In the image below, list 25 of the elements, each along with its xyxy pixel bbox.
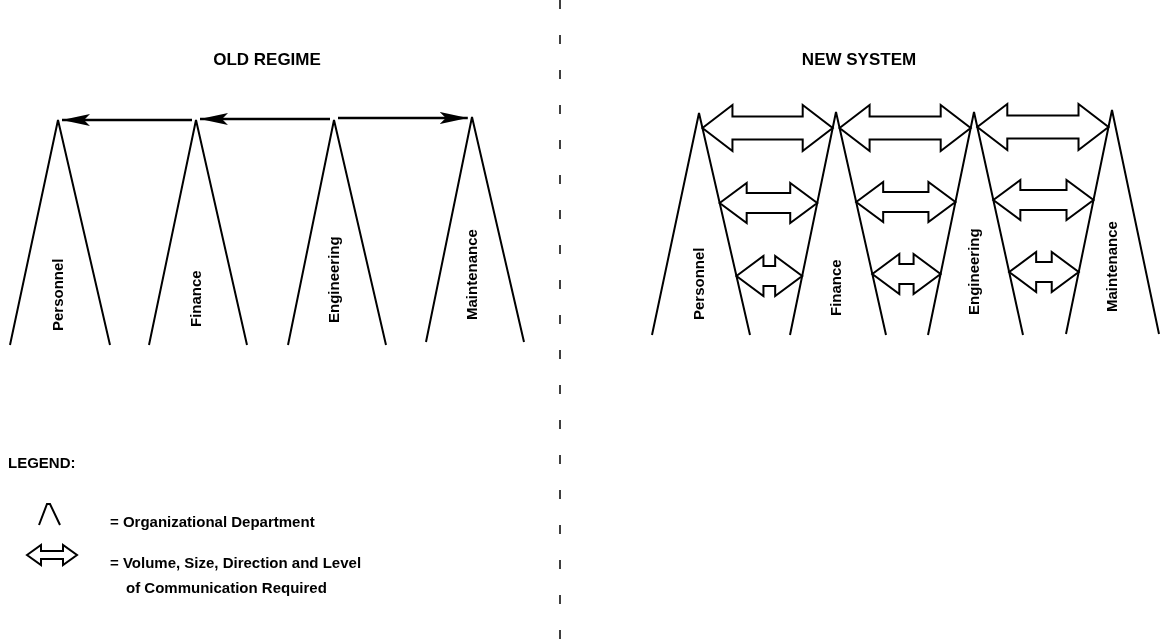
arrow — [200, 113, 330, 125]
arrow — [338, 112, 468, 124]
department-label: Finance — [188, 270, 204, 327]
department-label: Personnel — [691, 247, 707, 320]
double-arrow — [734, 254, 804, 298]
double-arrow — [1007, 250, 1081, 294]
department-label: Personnel — [50, 258, 66, 331]
department-label: Maintenance — [464, 229, 480, 320]
double-arrow — [700, 102, 835, 154]
double-arrow — [991, 178, 1096, 222]
double-arrow — [975, 101, 1111, 153]
section-title: OLD REGIME — [213, 50, 321, 70]
legend-text: = Organizational Department — [110, 512, 316, 532]
double-arrow — [718, 181, 819, 225]
legend-title: LEGEND: — [8, 454, 76, 471]
department-label: Engineering — [966, 228, 982, 315]
double-arrow — [870, 252, 943, 296]
double-arrow — [854, 180, 958, 224]
department-label: Engineering — [326, 236, 342, 323]
arrow — [62, 114, 192, 126]
section-title: NEW SYSTEM — [801, 50, 917, 70]
double-arrow — [837, 102, 973, 154]
department-label: Maintenance — [1104, 221, 1120, 312]
department-label: Finance — [828, 259, 844, 316]
legend-text: = Volume, Size, Direction and Level of Communication Required — [110, 553, 363, 598]
